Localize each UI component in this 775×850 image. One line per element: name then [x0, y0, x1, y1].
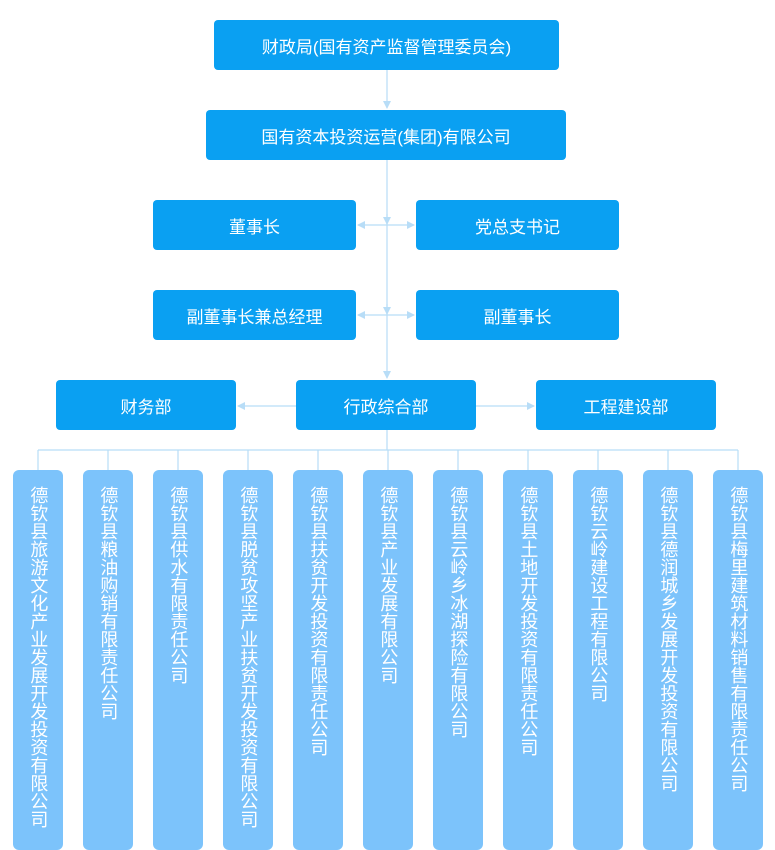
subsidiary-box: 德钦县扶贫开发投资有限责任公司	[293, 470, 343, 850]
vice-chairman-gm-box: 副董事长兼总经理	[153, 290, 356, 340]
subsidiary-box: 德钦县粮油购销有限责任公司	[83, 470, 133, 850]
company-label: 国有资本投资运营(集团)有限公司	[261, 127, 511, 147]
engineering-dept-box: 工程建设部	[536, 380, 716, 430]
subsidiary-label: 德钦县供水有限责任公司	[168, 486, 189, 684]
chairman-label: 董事长	[229, 217, 280, 237]
subsidiary-label: 德钦县粮油购销有限责任公司	[98, 486, 119, 720]
subsidiary-label: 德钦县产业发展有限公司	[378, 486, 399, 684]
vice-chairman-gm-label: 副董事长兼总经理	[186, 307, 323, 327]
finance-dept-box: 财务部	[56, 380, 236, 430]
subsidiary-box: 德钦县脱贫攻坚产业扶贫开发投资有限公司	[223, 470, 273, 850]
subsidiary-box: 德钦县旅游文化产业发展开发投资有限公司	[13, 470, 63, 850]
party-secretary-label: 党总支书记	[475, 217, 560, 237]
party-secretary-box: 党总支书记	[416, 200, 619, 250]
finance-dept-label: 财务部	[120, 397, 172, 417]
subsidiary-label: 德钦县土地开发投资有限责任公司	[518, 486, 539, 756]
root-box: 财政局(国有资产监督管理委员会)	[214, 20, 559, 70]
subsidiary-box: 德钦县供水有限责任公司	[153, 470, 203, 850]
subsidiary-label: 德钦县梅里建筑材料销售有限责任公司	[728, 486, 749, 792]
company-box: 国有资本投资运营(集团)有限公司	[206, 110, 566, 160]
subsidiary-label: 德钦云岭建设工程有限公司	[588, 486, 609, 702]
subsidiary-box: 德钦县梅里建筑材料销售有限责任公司	[713, 470, 763, 850]
chairman-box: 董事长	[153, 200, 356, 250]
subsidiary-box: 德钦县土地开发投资有限责任公司	[503, 470, 553, 850]
root-label: 财政局(国有资产监督管理委员会)	[261, 37, 512, 57]
subsidiary-label: 德钦县云岭乡冰湖探险有限公司	[448, 486, 469, 738]
subsidiary-label: 德钦县旅游文化产业发展开发投资有限公司	[28, 486, 49, 828]
subsidiary-label: 德钦县德润城乡发展开发投资有限公司	[658, 486, 679, 792]
subsidiary-label: 德钦县扶贫开发投资有限责任公司	[308, 486, 329, 756]
subsidiary-box: 德钦县云岭乡冰湖探险有限公司	[433, 470, 483, 850]
subsidiary-box: 德钦县产业发展有限公司	[363, 470, 413, 850]
subsidiary-box: 德钦云岭建设工程有限公司	[573, 470, 623, 850]
vice-chairman-box: 副董事长	[416, 290, 619, 340]
vice-chairman-label: 副董事长	[483, 307, 552, 327]
admin-dept-label: 行政综合部	[343, 397, 429, 417]
admin-dept-box: 行政综合部	[296, 380, 476, 430]
subsidiary-label: 德钦县脱贫攻坚产业扶贫开发投资有限公司	[238, 486, 259, 828]
subsidiary-box: 德钦县德润城乡发展开发投资有限公司	[643, 470, 693, 850]
engineering-dept-label: 工程建设部	[583, 397, 669, 417]
